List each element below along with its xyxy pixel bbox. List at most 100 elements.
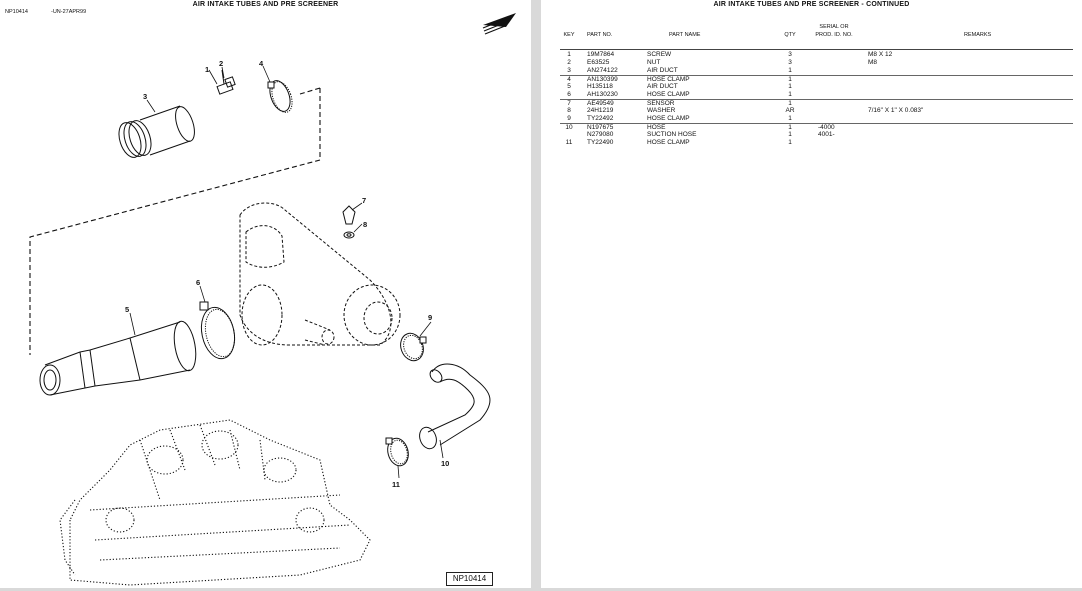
table-row: 6 AH130230 HOSE CLAMP 1 [560,91,1073,99]
row-part-name: SENSOR [647,100,675,107]
row-part-number: N279080 [587,131,614,138]
row-part-name: AIR DUCT [647,67,678,74]
row-part-name: HOSE CLAMP [647,115,690,122]
illustration-title: AIR INTAKE TUBES AND PRE SCREENER [192,1,339,8]
table-row: 1 19M7864 SCREW 3 M8 X 12 [560,51,1073,59]
table-row: 9 TY22492 HOSE CLAMP 1 [560,115,1073,123]
row-key: 4 [567,76,571,83]
row-remarks: M8 [868,59,878,66]
column-header-serial-line2: PROD. ID. NO. [815,32,853,38]
row-part-number: AN130399 [587,76,618,83]
row-quantity: 3 [788,51,792,58]
assembly-outline [29,87,321,355]
row-quantity: 1 [788,83,792,90]
figure-id: NP10414 [5,9,28,15]
row-key: 7 [567,100,571,107]
row-remarks: 7/16" X 1" X 0.083" [868,107,924,114]
row-part-name: SCREW [647,51,672,58]
row-part-number: 19M7864 [587,51,615,58]
row-part-number: N197675 [587,124,614,131]
row-serial: 4001- [818,131,835,138]
row-quantity: 1 [788,67,792,74]
parts-list-title: AIR INTAKE TUBES AND PRE SCREENER - CONT… [713,1,910,8]
row-quantity: 1 [788,76,792,83]
callout-1: 1 [205,65,209,74]
row-part-name: HOSE CLAMP [647,91,690,98]
row-remarks: M8 X 12 [868,51,893,58]
table-row: 8 24H1219 WASHER AR 7/16" X 1" X 0.083" [560,107,1073,115]
sensor-and-washer-parts-7-8 [342,205,356,239]
air-duct-part-3 [118,105,195,158]
screw-and-nut-parts-1-2 [216,69,236,95]
row-part-name: HOSE CLAMP [647,139,690,146]
exploded-parts-diagram: 1 2 3 4 5 6 7 8 9 10 11 [29,13,516,586]
figure-date: -UN-27APR99 [51,9,87,15]
row-part-name: NUT [647,59,661,66]
row-quantity: 1 [788,139,792,146]
row-part-number: E63525 [587,59,610,66]
callout-10: 10 [441,459,449,468]
row-key: 3 [567,67,571,74]
row-quantity: 1 [788,115,792,122]
callout-7: 7 [362,196,366,205]
row-key: 1 [567,51,571,58]
engine-outline [59,419,371,586]
callout-5: 5 [125,305,129,314]
callout-8: 8 [363,220,367,229]
row-key: 8 [567,107,571,114]
hose-clamp-part-11 [385,437,409,467]
parts-list-page: AIR INTAKE TUBES AND PRE SCREENER - CONT… [541,0,1082,588]
row-part-name: HOSE [647,124,666,131]
table-row: 3 AN274122 AIR DUCT 1 [560,67,1073,75]
hose-clamp-part-6 [199,301,236,360]
pre-screener-body [239,202,401,346]
row-key: 2 [567,59,571,66]
callout-2: 2 [219,59,223,68]
row-part-number: AH130230 [587,91,618,98]
row-quantity: 1 [788,124,792,131]
row-quantity: 1 [788,100,792,107]
table-row: 7 AE49549 SENSOR 1 [560,99,1073,108]
row-quantity: 1 [788,91,792,98]
callout-9: 9 [428,313,432,322]
table-row: 10 N197675 HOSE 1 -4000 [560,123,1073,132]
table-row: 5 H135118 AIR DUCT 1 [560,83,1073,91]
illustration-page: AIR INTAKE TUBES AND PRE SCREENER NP1041… [0,0,531,588]
callout-6: 6 [196,278,200,287]
hose-clamp-part-9 [400,332,427,362]
row-key: 6 [567,91,571,98]
row-quantity: AR [785,107,795,114]
column-header-key: KEY [563,32,575,38]
row-part-number: AE49549 [587,100,614,107]
row-part-name: SUCTION HOSE [647,131,697,138]
row-quantity: 3 [788,59,792,66]
row-part-name: AIR DUCT [647,83,678,90]
callout-4: 4 [259,59,264,68]
table-row: 2 E63525 NUT 3 M8 [560,59,1073,67]
row-key: 10 [565,124,573,131]
row-part-name: WASHER [647,107,676,114]
row-serial: -4000 [818,124,835,131]
column-header-serial-line1: SERIAL OR [819,24,849,30]
air-duct-part-5 [39,320,197,396]
column-header-part-name: PART NAME [669,32,701,38]
row-key: 5 [567,83,571,90]
row-part-number: H135118 [587,83,613,90]
row-quantity: 1 [788,131,792,138]
column-header-qty: QTY [784,32,796,38]
figure-label: NP10414 [446,572,493,586]
front-arrow-icon [482,13,516,35]
row-part-number: TY22492 [587,115,614,122]
callout-11: 11 [392,480,400,489]
callout-3: 3 [143,92,147,101]
row-part-name: HOSE CLAMP [647,76,690,83]
header-rule [560,49,1073,50]
table-row: 4 AN130399 HOSE CLAMP 1 [560,75,1073,84]
hose-part-10 [419,363,491,450]
row-key: 9 [567,115,571,122]
row-part-number: AN274122 [587,67,618,74]
leader-lines [129,65,444,479]
row-part-number: 24H1219 [587,107,614,114]
column-header-remarks: REMARKS [964,32,992,38]
